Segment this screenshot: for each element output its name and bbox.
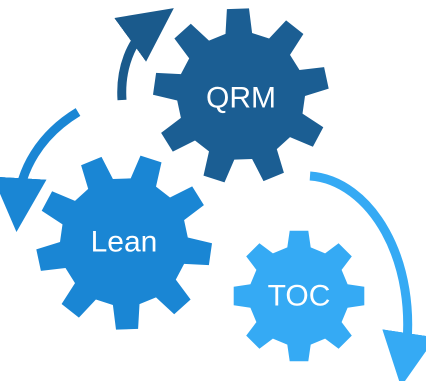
qrm-gear-body [153, 8, 329, 183]
toc-gear: TOC [233, 230, 365, 362]
qrm-cycle-arrow [114, 8, 174, 101]
lean-cycle-arrow [0, 108, 81, 232]
toc-gear-label: TOC [268, 280, 331, 313]
toc-cycle-arrow [309, 171, 426, 381]
qrm-gear-label: QRM [206, 82, 276, 115]
toc-gear-body [233, 230, 365, 362]
lean-gear-label: Lean [91, 226, 158, 259]
qrm-gear: QRM [153, 8, 329, 183]
lean-gear: Lean [36, 155, 212, 330]
lean-gear-body [36, 155, 212, 330]
